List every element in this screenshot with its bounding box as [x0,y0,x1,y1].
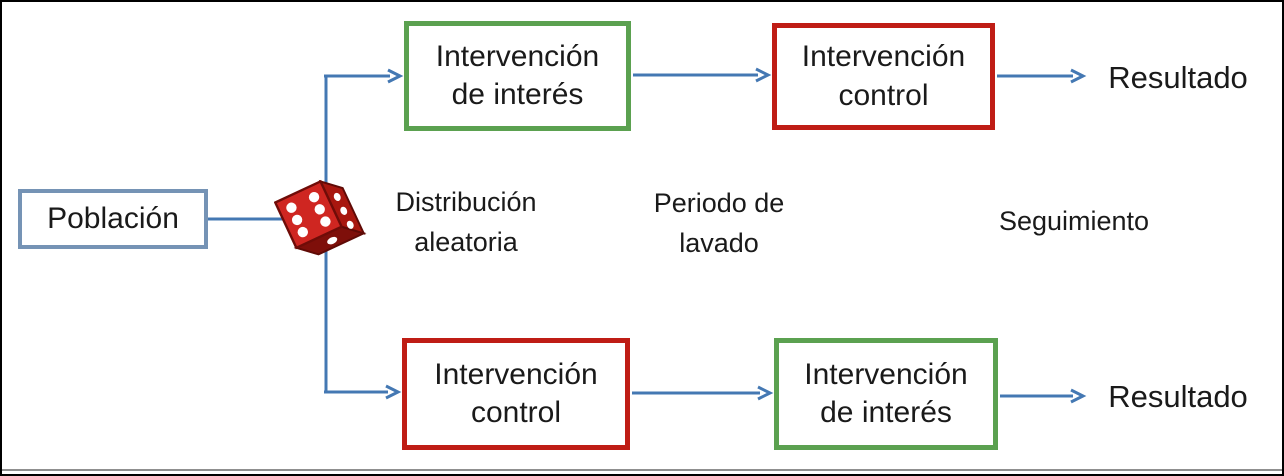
washout-label: Periodo de lavado [653,187,785,259]
followup-label: Seguimiento [998,205,1150,236]
node-arm1-intervencion-interes: Intervención de interés [404,21,631,131]
node-poblacion: Población [18,189,208,249]
node-poblacion-label: Población [47,201,179,235]
node-arm2-step2-label: Intervención de interés [804,357,968,429]
node-arm2-step1-label: Intervención control [434,357,598,429]
outcome-top-label: Resultado [1108,60,1248,95]
node-arm1-step2-label: Intervención control [801,40,966,112]
node-arm2-intervencion-control: Intervención control [402,338,630,450]
randomization-label: Distribución aleatoria [395,186,537,258]
node-arm2-intervencion-interes: Intervención de interés [774,338,998,450]
node-arm1-step1-label: Intervención de interés [435,39,600,111]
die-icon [274,179,367,256]
outcome-bottom-label: Resultado [1108,379,1248,414]
node-arm1-intervencion-control: Intervención control [772,23,995,130]
bottom-divider [2,469,1282,471]
